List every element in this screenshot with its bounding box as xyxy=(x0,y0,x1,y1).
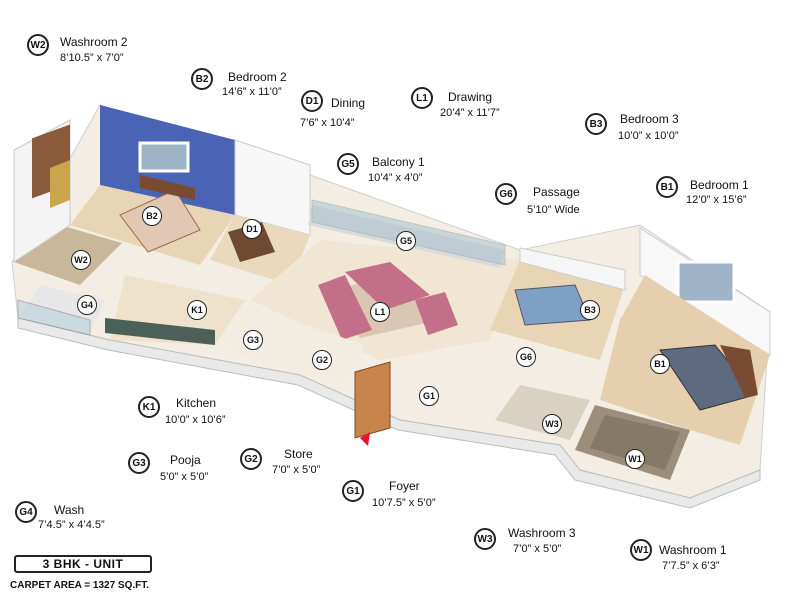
plan-tag-g5: G5 xyxy=(396,231,416,251)
legend-badge-w1: W1 xyxy=(630,539,652,561)
legend-badge-b2: B2 xyxy=(191,68,213,90)
legend-badge-g5: G5 xyxy=(337,153,359,175)
legend-name-d1: Dining xyxy=(331,96,366,110)
legend-badge-b3: B3 xyxy=(585,113,607,135)
legend-badge-g6: G6 xyxy=(495,183,517,205)
legend-name-l1: Drawing xyxy=(448,90,493,104)
unit-type-label: 3 BHK - UNIT xyxy=(14,555,152,573)
legend-dim-g5: 10’4” x 4’0” xyxy=(368,172,423,184)
wash-railing xyxy=(17,299,91,336)
entry-arrow xyxy=(360,432,370,446)
legend-badge-d1: D1 xyxy=(301,90,323,112)
legend-name-g5: Balcony 1 xyxy=(372,155,425,169)
legend-dim-g2: 7’0” x 5’0” xyxy=(272,464,321,476)
bedroom2-window xyxy=(138,141,190,173)
legend-name-w1: Washroom 1 xyxy=(659,543,727,557)
legend-dim-b1: 12’0” x 15’6” xyxy=(686,194,747,206)
plan-tag-b2: B2 xyxy=(142,206,162,226)
legend-name-g4: Wash xyxy=(54,503,85,517)
legend-badge-k1: K1 xyxy=(138,396,160,418)
legend-name-w3: Washroom 3 xyxy=(508,526,576,540)
legend-badge-w2: W2 xyxy=(27,34,49,56)
sofa-left xyxy=(318,275,372,340)
sofa-right xyxy=(415,292,458,335)
legend-dim-w3: 7’0” x 5’0” xyxy=(513,543,562,555)
legend-dim-w1: 7’7.5” x 6’3” xyxy=(662,560,720,572)
legend-badge-w3: W3 xyxy=(474,528,496,550)
bedroom1-headboard xyxy=(720,345,758,398)
legend-dim-b2: 14’6” x 11’0” xyxy=(222,86,282,98)
dining-table xyxy=(228,222,275,262)
legend-dim-k1: 10’0” x 10’6” xyxy=(165,414,226,426)
legend-dim-d1: 7’6” x 10’4” xyxy=(300,117,355,129)
plan-tag-w2: W2 xyxy=(71,250,91,270)
legend-dim-g3: 5’0” x 5’0” xyxy=(160,471,209,483)
plan-tag-g3: G3 xyxy=(243,330,263,350)
legend-badge-l1: L1 xyxy=(411,87,433,109)
legend-badge-g3: G3 xyxy=(128,452,150,474)
washroom3-floor xyxy=(495,385,590,440)
plan-tag-k1: K1 xyxy=(187,300,207,320)
legend-dim-g1: 10’7.5” x 5’0” xyxy=(372,497,436,509)
plan-tag-g4: G4 xyxy=(77,295,97,315)
carpet-area-label: CARPET AREA = 1327 SQ.FT. xyxy=(10,580,150,591)
washroom1-checker xyxy=(590,415,680,470)
legend-badge-g2: G2 xyxy=(240,448,262,470)
plan-tag-b3: B3 xyxy=(580,300,600,320)
washroom2-floor xyxy=(14,225,122,285)
legend-name-g2: Store xyxy=(284,447,313,461)
washroom2-tile xyxy=(50,160,70,208)
legend-badge-b1: B1 xyxy=(656,176,678,198)
plan-tag-l1: L1 xyxy=(370,302,390,322)
legend-name-g3: Pooja xyxy=(170,453,201,467)
legend-dim-g6: 5’10” Wide xyxy=(527,204,580,216)
legend-dim-b3: 10’0” x 10’0” xyxy=(618,130,679,142)
legend-name-b3: Bedroom 3 xyxy=(620,112,679,126)
kitchen-counter xyxy=(105,318,215,345)
bedroom1-window xyxy=(676,260,736,304)
plan-tag-g6: G6 xyxy=(516,347,536,367)
legend-name-k1: Kitchen xyxy=(176,396,217,410)
foyer-door xyxy=(354,361,391,439)
plan-tag-b1: B1 xyxy=(650,354,670,374)
legend-badge-g4: G4 xyxy=(15,501,37,523)
plan-tag-w1: W1 xyxy=(625,449,645,469)
sofa-set xyxy=(345,262,430,310)
plan-tag-g1: G1 xyxy=(419,386,439,406)
plan-tag-g2: G2 xyxy=(312,350,332,370)
legend-name-b2: Bedroom 2 xyxy=(228,70,287,84)
legend-name-b1: Bedroom 1 xyxy=(690,178,749,192)
legend-name-w2: Washroom 2 xyxy=(60,35,128,49)
bedroom3-bed xyxy=(514,284,591,326)
legend-name-g1: Foyer xyxy=(389,479,420,493)
bedroom3-wall xyxy=(519,247,626,291)
bedroom2-headboard xyxy=(140,175,195,200)
legend-dim-g4: 7’4.5” x 4’4.5” xyxy=(38,519,105,531)
plan-tag-d1: D1 xyxy=(242,219,262,239)
legend-badge-g1: G1 xyxy=(342,480,364,502)
legend-dim-w2: 8’10.5” x 7’0” xyxy=(60,52,124,64)
plan-tag-w3: W3 xyxy=(542,414,562,434)
legend-name-g6: Passage xyxy=(533,185,580,199)
legend-dim-l1: 20’4” x 11’7” xyxy=(440,107,500,119)
